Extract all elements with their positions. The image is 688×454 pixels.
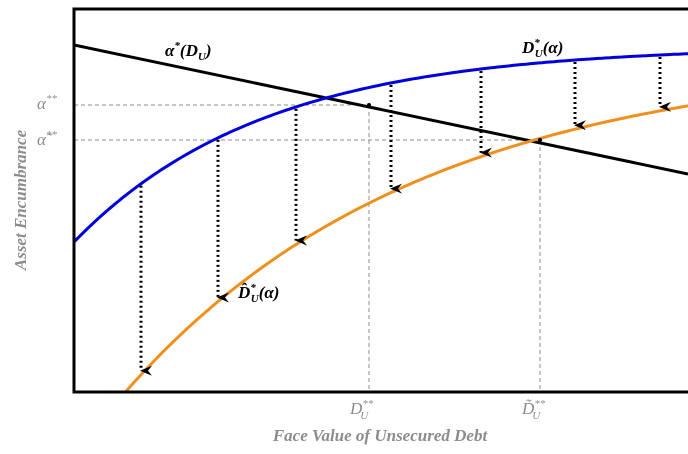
label-du-hat-star: D̂*U(α)	[237, 282, 279, 305]
label-alpha-star: α*(DU)	[165, 40, 211, 63]
x-axis-title: Face Value of Unsecured Debt	[272, 426, 489, 445]
intersection-point-upper	[367, 103, 371, 107]
alpha-star-line	[74, 43, 688, 176]
intersection-point-lower	[538, 138, 542, 142]
y-axis-title: Asset Encumbrance	[11, 129, 30, 271]
shift-arrows	[139, 56, 671, 376]
du-star-curve	[74, 52, 688, 244]
x-tick-du: D**U	[349, 398, 374, 422]
y-tick-alpha-tilde: α̃**	[37, 129, 57, 149]
curves	[74, 43, 688, 392]
guide-lines	[74, 104, 541, 392]
plot-frame	[72, 7, 688, 394]
y-tick-alpha: α**	[37, 93, 57, 113]
x-tick-du-tilde: D̃**U	[521, 398, 546, 422]
label-du-star: D*U(α)	[521, 37, 563, 60]
